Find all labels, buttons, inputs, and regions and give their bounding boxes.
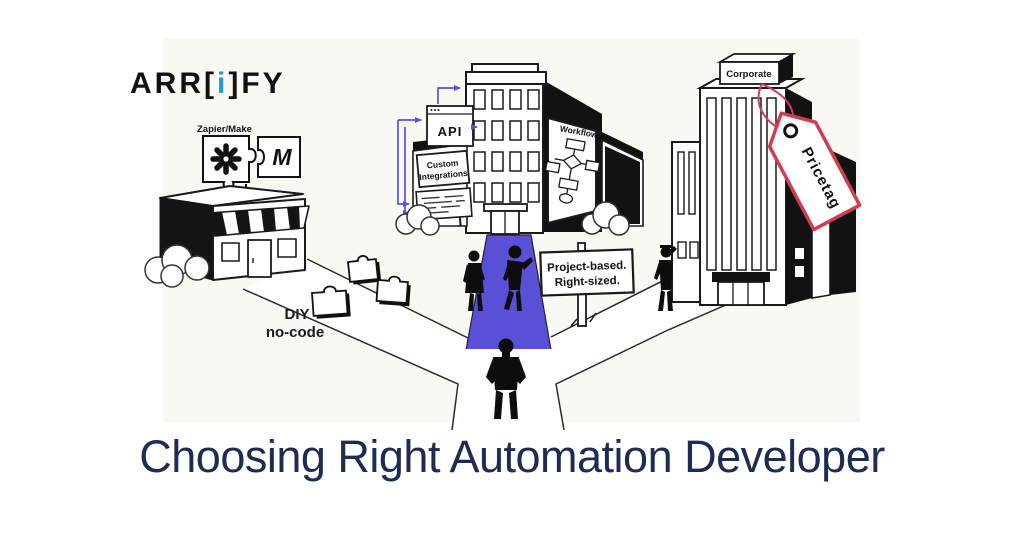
midsize-building-group: Workflow <box>395 63 644 236</box>
signpost-line1: Project-based. <box>547 260 627 275</box>
corporate-label: Corporate <box>726 69 771 80</box>
entrance-canopy <box>483 203 528 212</box>
cloud-shrub <box>144 244 210 288</box>
project-based-signpost: Project-based. Right-sized. <box>539 242 635 327</box>
corporate-roof-sign: Corporate <box>716 53 797 85</box>
arrify-logo: ARR[i]FY <box>130 67 286 100</box>
person-decision-maker <box>486 338 526 419</box>
annex-windows <box>677 151 699 259</box>
shop-window <box>277 238 297 258</box>
workflow-flowchart <box>544 137 601 204</box>
person-thinking <box>654 245 677 311</box>
puzzle-pieces-on-road <box>311 255 411 319</box>
zapier-puzzle-piece <box>202 135 257 190</box>
corporate-building-group: Corporate Pricetag <box>671 53 862 306</box>
shop-awning <box>208 205 310 237</box>
side-windows <box>795 248 804 277</box>
logo-prefix: ARR[ <box>130 67 217 100</box>
logo-suffix: ]FY <box>228 67 285 100</box>
corporate-entrance-canopy <box>712 272 770 282</box>
zapier-make-label: Zapier/Make <box>197 124 252 135</box>
puzzle-piece-icon <box>347 255 382 285</box>
logo-accent-letter: i <box>217 67 228 100</box>
diy-label-line1: DIY <box>284 306 309 323</box>
grass-ticks <box>570 312 597 327</box>
puzzle-piece-icon <box>375 275 411 307</box>
puzzle-piece-icon <box>311 285 351 319</box>
people-silhouettes <box>463 245 677 419</box>
custom-sign-line2: Integrations <box>419 168 469 182</box>
custom-sign-line1: Custom <box>426 158 459 171</box>
shop-window <box>221 242 240 262</box>
person-walking-man <box>503 245 533 311</box>
tower-window-strips <box>706 97 777 271</box>
workflow-billboard: Workflow <box>544 116 601 225</box>
make-puzzle-piece: M <box>257 136 301 178</box>
person-walking-woman <box>463 250 485 311</box>
shop-door <box>247 239 272 278</box>
zapier-icon-center <box>223 156 229 162</box>
make-icon: M <box>272 144 292 170</box>
corporate-entrance <box>717 281 765 306</box>
office-windows <box>473 89 540 203</box>
diy-path-group: Zapier/Make M <box>144 124 411 341</box>
page-title: Choosing Right Automation Developer <box>139 431 885 482</box>
cloud-shrub <box>395 201 630 236</box>
signpost-line2: Right-sized. <box>555 275 621 289</box>
api-window: API <box>426 105 474 147</box>
api-label: API <box>438 124 463 139</box>
diy-label-line2: no-code <box>266 324 324 341</box>
